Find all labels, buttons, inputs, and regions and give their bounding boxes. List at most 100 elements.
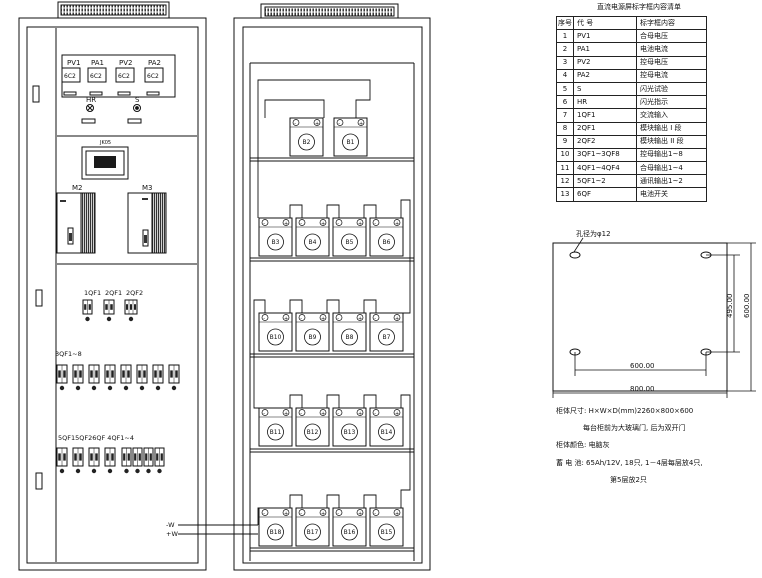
breaker-switch[interactable] [104, 364, 116, 391]
breaker-switch[interactable] [136, 364, 148, 391]
breaker-switch[interactable] [143, 447, 154, 474]
dim-800-horizontal: 800.00 [630, 385, 655, 393]
battery-terminal-neg: - [337, 316, 339, 322]
breaker-group-1: 1QF1 2QF1 2QF2 [82, 289, 143, 322]
battery-b11: -+B11 [258, 407, 293, 447]
battery-label: B18 [270, 529, 282, 536]
table-cell: 模块输出 I 段 [636, 121, 707, 136]
breaker-switch[interactable] [121, 447, 132, 474]
breaker-switch[interactable] [82, 299, 93, 322]
breaker-switch[interactable] [56, 364, 68, 391]
wire [264, 99, 325, 118]
battery-terminal-pos: + [395, 411, 399, 417]
breaker-switch[interactable] [72, 364, 84, 391]
meter-face: 6C2 [90, 73, 102, 80]
breaker-switch[interactable] [88, 364, 100, 391]
battery-terminal-pos: + [284, 316, 288, 322]
wire [326, 204, 340, 218]
dim-495-vertical: 495.00 [726, 294, 734, 319]
table-header-row: 序号 代 号 标字框内容 [556, 15, 707, 31]
front-cabinet-inner [26, 26, 199, 564]
table-title: 直流电源屏标字框内容清单 [597, 3, 681, 11]
terminal-pos-label: +W [166, 530, 178, 538]
battery-terminal-pos: + [395, 221, 399, 227]
meter-label: PV2 [119, 59, 132, 67]
breaker-switch[interactable] [104, 447, 116, 474]
flash-test-button[interactable] [133, 104, 141, 112]
front-hinge-mid [35, 289, 43, 307]
wire [257, 79, 371, 218]
battery-terminal-neg: - [300, 316, 302, 322]
battery-cabinet-inner [242, 26, 423, 564]
battery-b18: -+B18 [258, 507, 293, 547]
table-cell: 控母电压 [636, 55, 707, 70]
battery-array: -+B2-+B1-+B3-+B4-+B5-+B6-+B10-+B9-+B8-+B… [258, 117, 404, 547]
meter-face: 6C2 [147, 73, 159, 80]
wire [400, 394, 411, 508]
breaker-switch[interactable] [72, 447, 84, 474]
wire [363, 204, 377, 218]
breaker-switch[interactable] [168, 364, 180, 391]
table-header-cell: 序号 [556, 15, 574, 31]
battery-terminal-pos: + [321, 511, 325, 517]
wire [326, 299, 340, 313]
battery-b8: -+B8 [332, 312, 367, 352]
battery-b15: -+B15 [369, 507, 404, 547]
table-cell: 6QF [573, 187, 637, 202]
battery-label: B17 [307, 529, 319, 536]
controller-screen [94, 156, 116, 168]
breaker-switch[interactable] [132, 447, 143, 474]
note-doors: 每台柜前为大玻璃门, 后为双开门 [583, 424, 686, 432]
wire [326, 394, 340, 408]
wire [253, 299, 266, 409]
breaker-switch[interactable] [103, 299, 115, 322]
table-cell: 6 [556, 95, 574, 110]
breaker-switch[interactable] [120, 364, 132, 391]
battery-label: B12 [307, 429, 319, 436]
battery-terminal-pos: + [358, 511, 362, 517]
nameplate-hr [81, 118, 96, 124]
table-cell: 2QF1 [573, 121, 637, 136]
breaker-switch[interactable] [152, 364, 164, 391]
breaker-switch[interactable] [88, 447, 100, 474]
battery-terminal-pos: + [321, 316, 325, 322]
table-cell: 控母输出1~8 [636, 147, 707, 163]
battery-terminal-pos: + [358, 221, 362, 227]
breaker-group-3-label: 5QF15QF26QF 4QF1~4 [58, 434, 134, 442]
table-cell: 2 [556, 42, 574, 57]
battery-terminal-pos: + [395, 511, 399, 517]
battery-label: B15 [381, 529, 393, 536]
table-cell: 合母电压 [636, 29, 707, 44]
button-s-label: S [135, 96, 140, 104]
module-m3-label: M3 [142, 184, 153, 192]
wire [363, 299, 377, 313]
battery-terminal-pos: + [315, 121, 319, 127]
meter-pv2 [115, 67, 135, 83]
battery-label: B6 [383, 239, 391, 246]
front-hinge-top [32, 85, 40, 103]
meter-pv1 [61, 67, 81, 83]
table-cell: S [573, 81, 637, 97]
breaker-switch[interactable] [124, 299, 138, 322]
battery-terminal-neg: - [263, 511, 265, 517]
meter-face: 6C2 [64, 73, 76, 80]
battery-b3: -+B3 [258, 217, 293, 257]
breaker-switch[interactable] [154, 447, 165, 474]
table-cell: 2QF2 [573, 134, 637, 149]
battery-b12: -+B12 [295, 407, 330, 447]
table-cell: 1QF1 [573, 108, 637, 123]
battery-terminal-neg: - [300, 511, 302, 517]
wire [289, 299, 303, 313]
battery-label: B11 [270, 429, 282, 436]
table-cell: PA2 [573, 68, 637, 83]
battery-label: B1 [347, 139, 355, 146]
breaker-switch[interactable] [56, 447, 68, 474]
battery-cabinet [233, 3, 431, 571]
table-cell: 闪光试验 [636, 81, 707, 97]
table-header-cell: 标字框内容 [636, 15, 707, 31]
